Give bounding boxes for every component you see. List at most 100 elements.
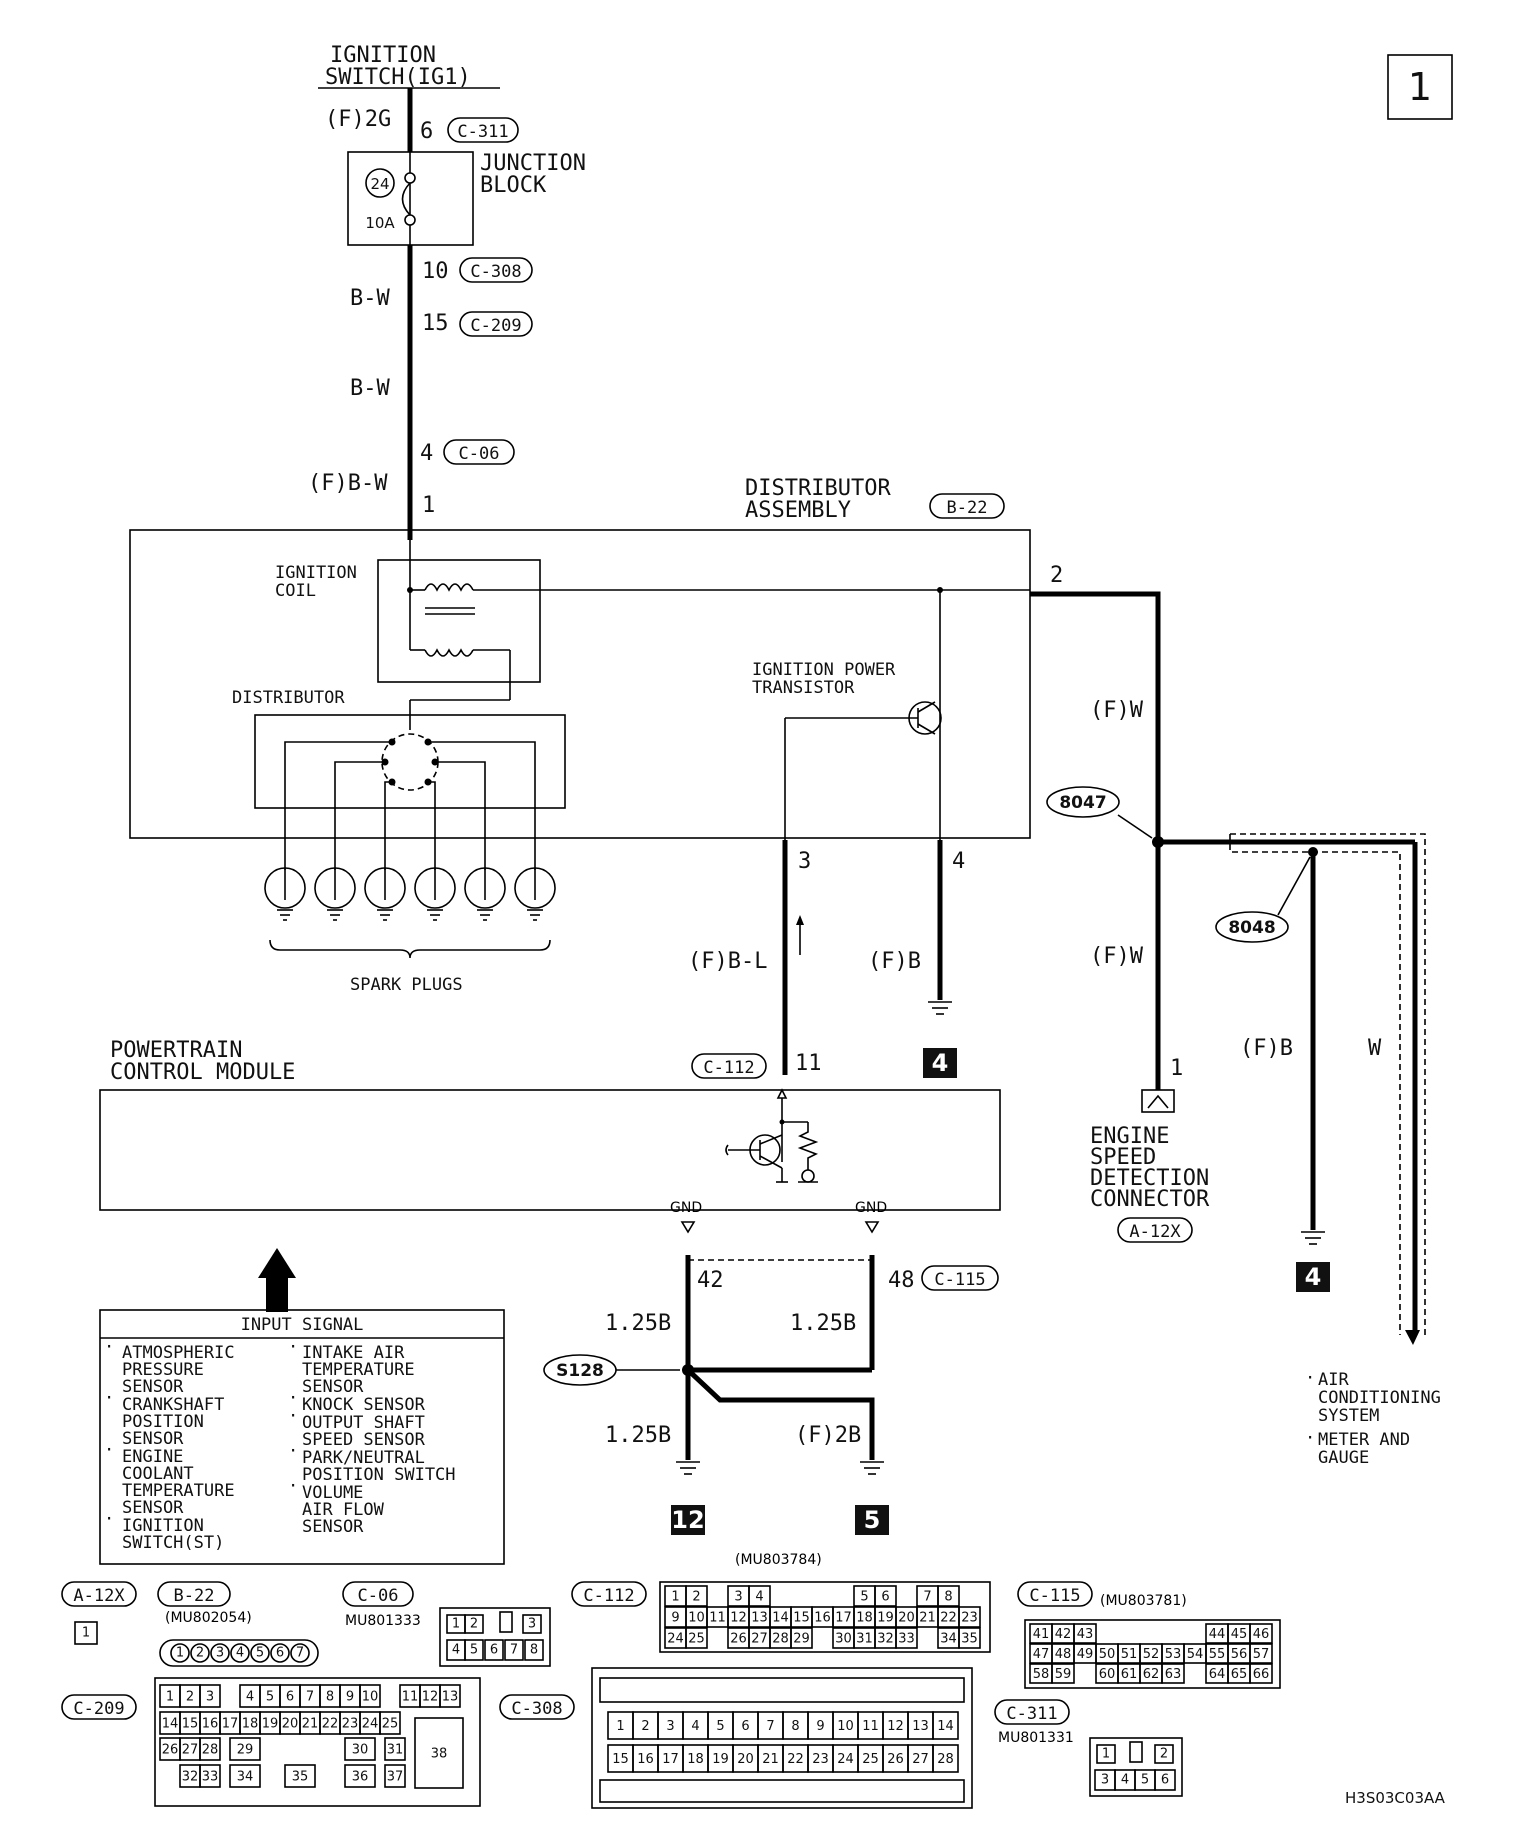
connector-pin bbox=[229, 1737, 261, 1761]
wire-125b-b: 1.25B bbox=[790, 1311, 856, 1336]
connector-pin bbox=[1051, 1663, 1075, 1684]
input-signal-item: POSITION SWITCH bbox=[302, 1465, 456, 1485]
wire-fw-top: (F)W bbox=[1090, 698, 1144, 723]
spark-plugs-label: SPARK PLUGS bbox=[350, 975, 463, 995]
junction-block-line1: JUNCTION bbox=[480, 151, 586, 176]
connector-pin-label: 26 bbox=[162, 1743, 179, 1758]
connector-pin-label: 50 bbox=[1099, 1647, 1116, 1662]
connector-pin-label: 60 bbox=[1099, 1667, 1116, 1682]
splice-8047: 8047 bbox=[1059, 793, 1106, 813]
esd-line4: CONNECTOR bbox=[1090, 1187, 1210, 1212]
svg-text:8: 8 bbox=[530, 1643, 538, 1658]
connector-pin-label: 41 bbox=[1033, 1627, 1050, 1642]
connector-pin-label: 7 bbox=[923, 1590, 931, 1605]
connector-pin-label: 57 bbox=[1253, 1647, 1270, 1662]
connector-pin-label: 20 bbox=[898, 1611, 915, 1626]
connector-pin-label: 11 bbox=[709, 1611, 726, 1626]
connector-pin-label: 11 bbox=[402, 1690, 419, 1705]
c06-pins: 1 2 3 4 5 6 7 8 bbox=[446, 1611, 544, 1661]
svg-text:·: · bbox=[288, 1337, 298, 1357]
spark-plugs bbox=[264, 867, 556, 921]
connector-pin-label: 21 bbox=[762, 1752, 779, 1767]
input-signal-item: SENSOR bbox=[122, 1498, 184, 1518]
connector-pin bbox=[384, 1737, 406, 1761]
connector-pin-label: 18 bbox=[242, 1717, 259, 1732]
connector-pin-label: 5 bbox=[716, 1719, 724, 1734]
wire-fw-low: (F)W bbox=[1090, 944, 1144, 969]
pin42: 42 bbox=[697, 1268, 724, 1293]
a12x-pin: 1 bbox=[82, 1626, 90, 1641]
dest2-line2: GAUGE bbox=[1318, 1448, 1369, 1468]
connector-pin-label: 14 bbox=[772, 1611, 789, 1626]
esd-pin: 1 bbox=[1170, 1056, 1183, 1081]
c06-part: MU801333 bbox=[345, 1613, 421, 1629]
connector-pin-label: 53 bbox=[1165, 1647, 1182, 1662]
svg-text:6: 6 bbox=[1161, 1773, 1169, 1788]
connector-pin bbox=[932, 1711, 959, 1740]
connector-pin-label: 36 bbox=[352, 1770, 369, 1785]
connector-pin-label: 11 bbox=[862, 1719, 879, 1734]
ground-12: 12 bbox=[671, 1506, 704, 1534]
connector-pin-label: 32 bbox=[877, 1632, 894, 1647]
esd-connector-label: A-12X bbox=[1129, 1222, 1181, 1242]
esd-line2: SPEED bbox=[1090, 1145, 1156, 1170]
connector-pin-label: 16 bbox=[202, 1717, 219, 1732]
input-signal-item: TEMPERATURE bbox=[122, 1481, 235, 1501]
svg-text:5: 5 bbox=[1141, 1773, 1149, 1788]
svg-text:2: 2 bbox=[1160, 1747, 1168, 1762]
connector-pin-label: 25 bbox=[862, 1752, 879, 1767]
connector-pin-label: 51 bbox=[1121, 1647, 1138, 1662]
connector-pin-label: 1 bbox=[166, 1690, 174, 1705]
wire-fb-right: (F)B bbox=[1240, 1036, 1293, 1061]
connector-pin-label: 26 bbox=[730, 1632, 747, 1647]
connector-pin-label: 52 bbox=[1143, 1647, 1160, 1662]
input-signal-item: SENSOR bbox=[122, 1377, 184, 1397]
connector-pin-label: 28 bbox=[772, 1632, 789, 1647]
input-signal-item: TEMPERATURE bbox=[302, 1360, 415, 1380]
distributor-label: DISTRIBUTOR bbox=[232, 688, 345, 708]
connector-pin bbox=[344, 1737, 376, 1761]
connector-pin-label: 2 bbox=[186, 1690, 194, 1705]
connector-pin-label: 58 bbox=[1033, 1667, 1050, 1682]
c311-conn-label: C-311 bbox=[1006, 1704, 1057, 1724]
svg-text:7: 7 bbox=[510, 1643, 518, 1658]
connector-pin-label: 12 bbox=[887, 1719, 904, 1734]
svg-text:1: 1 bbox=[176, 1646, 184, 1661]
connector-pin-label: 30 bbox=[352, 1743, 369, 1758]
connector-pin-label: 27 bbox=[182, 1743, 199, 1758]
svg-text:7: 7 bbox=[296, 1646, 304, 1661]
connector-pin-label: 42 bbox=[1055, 1627, 1072, 1642]
input-signal-item: SWITCH(ST) bbox=[122, 1533, 224, 1553]
connector-pin bbox=[199, 1684, 221, 1708]
pcm-connector-label: C-112 bbox=[703, 1058, 754, 1078]
wire-fb-left: (F)B bbox=[868, 949, 921, 974]
wire-fbl: (F)B-L bbox=[688, 949, 767, 974]
page-number-box bbox=[1387, 54, 1453, 120]
input-signal-item: AIR FLOW bbox=[302, 1500, 385, 1520]
connector-pin bbox=[874, 1585, 897, 1607]
svg-text:·: · bbox=[1305, 1368, 1315, 1388]
pcm-line1: POWERTRAIN bbox=[110, 1038, 242, 1063]
esd-line1: ENGINE bbox=[1090, 1124, 1169, 1149]
connector-pin-label: 15 bbox=[793, 1611, 810, 1626]
connector-pin-label: 23 bbox=[342, 1717, 359, 1732]
connector-pin bbox=[685, 1627, 708, 1649]
connector-pin bbox=[359, 1684, 381, 1708]
ground-4a: 4 bbox=[932, 1049, 949, 1077]
connector-pin-label: 38 bbox=[431, 1747, 448, 1762]
fuse-rating: 10A bbox=[365, 214, 395, 232]
connector-pin-label: 1 bbox=[671, 1590, 679, 1605]
connector-pin-label: 2 bbox=[641, 1719, 649, 1734]
connector-pin-label: 24 bbox=[837, 1752, 854, 1767]
connector-pin-label: 62 bbox=[1143, 1667, 1160, 1682]
dist-assembly-line1: DISTRIBUTOR bbox=[745, 476, 891, 501]
c209-pin: 15 bbox=[422, 311, 449, 336]
distributor-assembly-box bbox=[129, 529, 1031, 839]
connector-pin-label: 46 bbox=[1253, 1627, 1270, 1642]
connector-pin bbox=[1161, 1663, 1185, 1684]
pin2: 2 bbox=[1050, 563, 1063, 588]
c308-body bbox=[591, 1667, 973, 1809]
c308-conn-label: C-308 bbox=[511, 1699, 562, 1719]
connector-pin bbox=[1249, 1643, 1273, 1664]
